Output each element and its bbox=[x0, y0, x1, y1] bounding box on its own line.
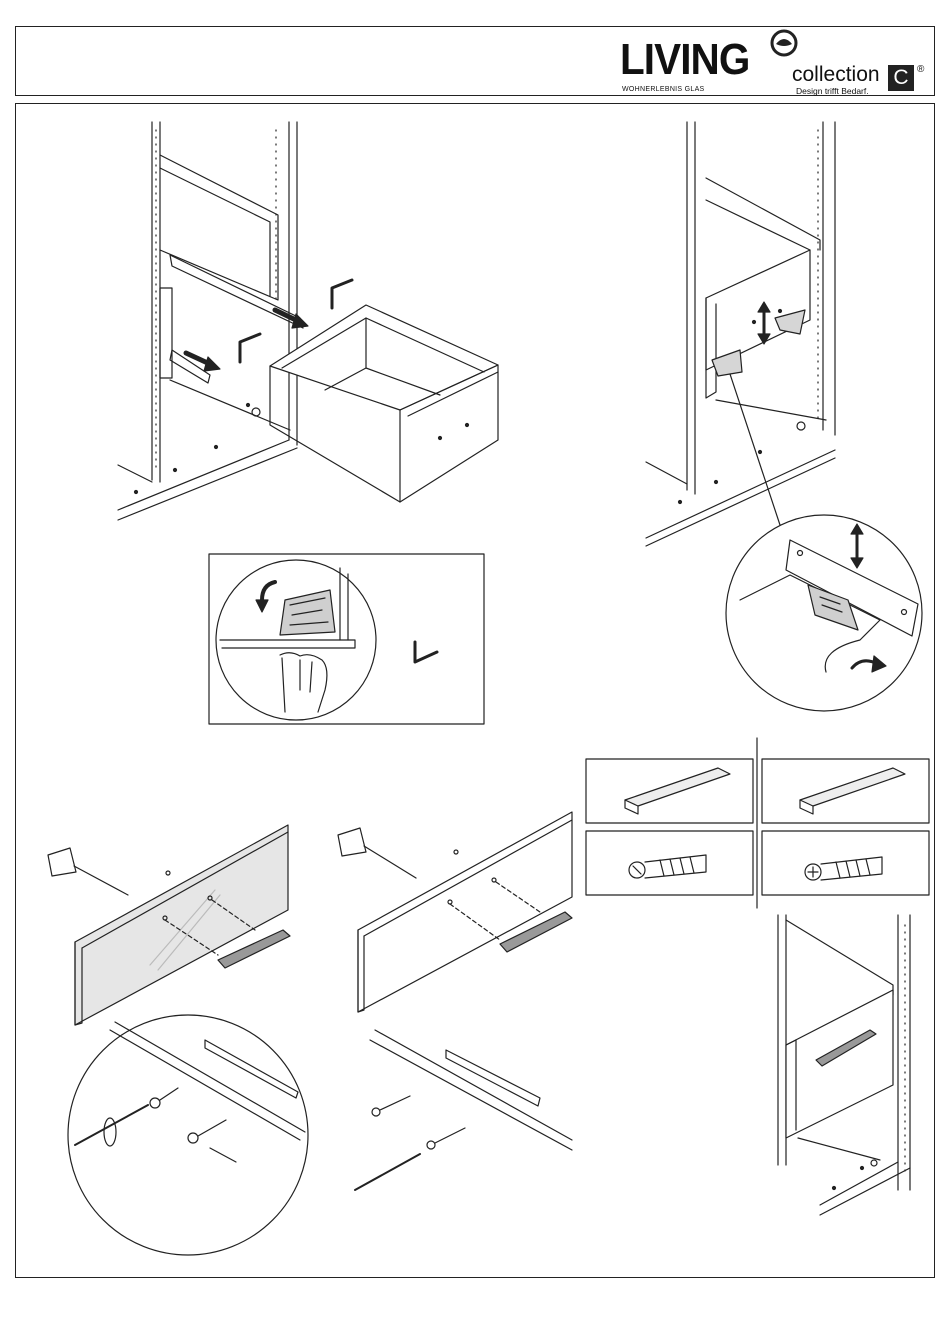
step-handle-wood-front bbox=[338, 812, 572, 1190]
step-handle-glass-front bbox=[48, 825, 308, 1255]
step-drawer-insertion bbox=[118, 122, 498, 520]
step-hinge-clip-detail bbox=[209, 554, 484, 724]
screw-slotted bbox=[586, 831, 753, 895]
step-drawer-height-adjust bbox=[646, 122, 922, 711]
parts-list bbox=[586, 738, 929, 908]
screw-phillips bbox=[762, 831, 929, 895]
step-finished-drawer bbox=[778, 915, 910, 1215]
